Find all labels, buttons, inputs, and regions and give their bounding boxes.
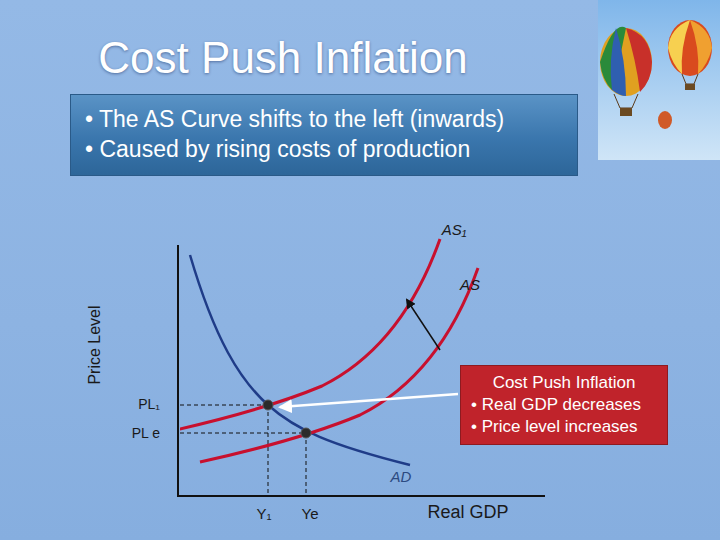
price-label: PL₁	[138, 397, 160, 412]
gdp-axis	[177, 495, 545, 497]
box-text: • The AS Curve shifts to the left (inwar…	[85, 105, 563, 135]
price-label: PL e	[132, 426, 160, 441]
box-text: • Real GDP decreases	[471, 394, 657, 416]
price-axis	[177, 245, 179, 496]
ad-curve	[190, 255, 410, 465]
as-curve	[200, 268, 478, 462]
pointer-arrow	[280, 394, 458, 407]
curve-label: AD	[391, 469, 412, 486]
callout-box: Cost Push Inflation• Real GDP decreases•…	[460, 365, 668, 445]
box-text: • Caused by rising costs of production	[85, 135, 563, 165]
box-text: • Price level increases	[471, 416, 657, 438]
curve-label: AS	[460, 277, 480, 294]
slide-title: Cost Push Inflation	[98, 33, 467, 83]
shift-arrow	[407, 300, 440, 350]
output-label: Y₁	[256, 506, 271, 523]
bullet-box: • The AS Curve shifts to the left (inwar…	[70, 94, 578, 176]
balloon-picture	[598, 0, 720, 160]
equilibrium-dot	[263, 400, 273, 410]
axis-label: Price Level	[86, 305, 104, 384]
curve-label: AS₁	[442, 222, 467, 239]
equilibrium-dot	[301, 428, 311, 438]
box-text: Cost Push Inflation	[471, 372, 657, 394]
output-label: Ye	[302, 506, 319, 523]
axis-label: Real GDP	[427, 503, 508, 523]
